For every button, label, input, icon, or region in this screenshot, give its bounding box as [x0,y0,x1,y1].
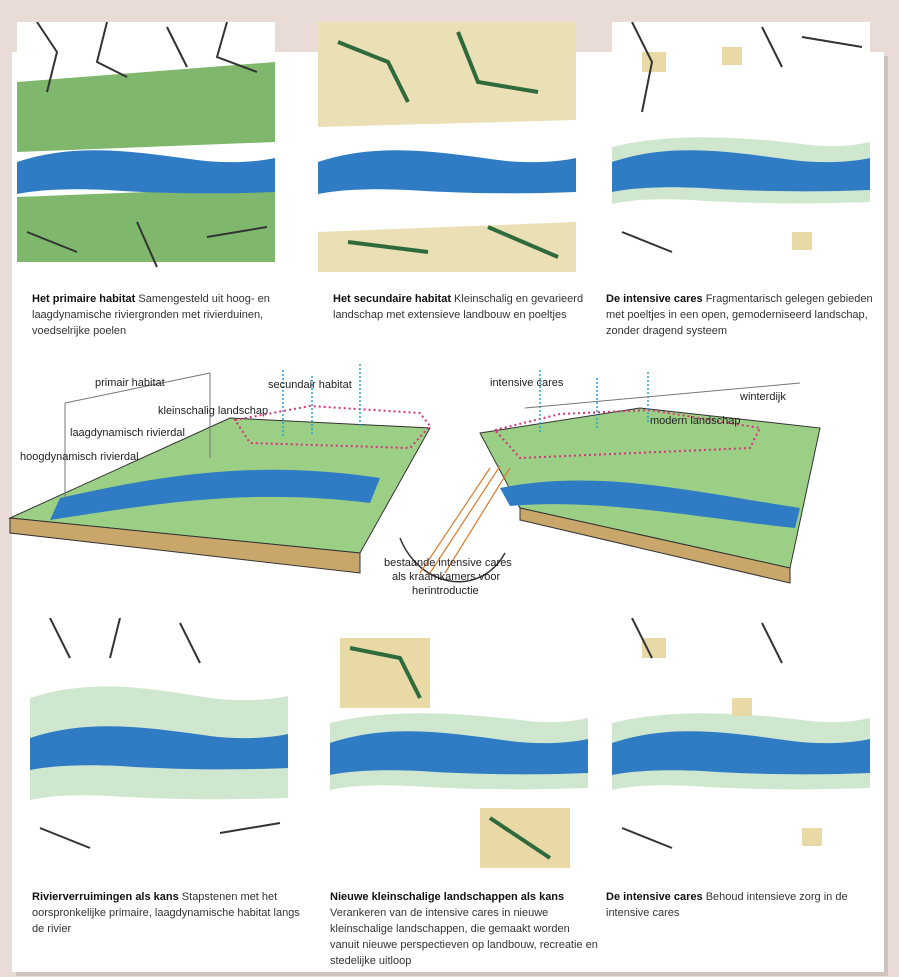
panel-new-small-landscapes [330,618,588,868]
label-modern: modern landschap [650,415,741,427]
map-secondary-habitat [318,22,576,272]
map-intensive-cares-top [612,22,870,272]
caption-intensive-cares-bottom: De intensive cares Behoud intensieve zor… [606,889,876,921]
map-river-widening [30,618,288,868]
caption-text: Verankeren van de intensive cares in nie… [330,907,598,967]
caption-river-widening: Rivierverruimingen als kans Stapstenen m… [32,889,302,937]
caption-intensive-cares-top: De intensive cares Fragmentarisch gelege… [606,291,876,339]
map-intensive-cares-bottom [612,618,870,868]
caption-title: De intensive cares [606,293,703,305]
caption-text: Samengesteld uit hoog- en laagdynamische… [32,293,270,337]
label-kleinschalig: kleinschalig landschap [158,405,268,417]
caption-title: Rivierverruimingen als kans [32,891,179,903]
label-hoogdynamisch: hoogdynamisch rivierdal [20,451,139,463]
label-primair: primair habitat [95,377,165,389]
caption-title: Nieuwe kleinschalige landschappen als ka… [330,891,565,903]
caption-secondary-habitat: Het secundaire habitat Kleinschalig en g… [333,291,603,323]
label-center-1: bestaande intensive cares [384,557,512,569]
label-winterdijk: winterdijk [739,391,786,403]
panel-secondary-habitat [318,22,576,272]
panel-primary-habitat [17,22,275,272]
map-new-small-landscapes [330,618,588,868]
caption-new-small-landscapes: Nieuwe kleinschalige landschappen als ka… [330,889,600,969]
panel-intensive-cares-bottom [612,618,870,868]
panel-river-widening [30,618,288,868]
caption-title: Het secundaire habitat [333,293,451,305]
label-secundair: secundair habitat [268,379,352,391]
caption-text: Behoud intensieve zorg in de intensive c… [606,891,848,919]
caption-primary-habitat: Het primaire habitat Samengesteld uit ho… [32,291,302,339]
panel-intensive-cares-top [612,22,870,272]
caption-text: Fragmentarisch gelegen gebieden met poel… [606,293,873,337]
label-center-3: herintroductie [412,585,479,597]
caption-title: De intensive cares [606,891,703,903]
caption-title: Het primaire habitat [32,293,136,305]
caption-text: Stapstenen met het oorspronkelijke prima… [32,891,300,935]
label-laagdynamisch: laagdynamisch rivierdal [70,427,185,439]
label-center-2: als kraamkamers voor [392,571,501,583]
landscape-diagram: primair habitat secundair habitat kleins… [8,364,821,597]
label-intensive: intensive cares [490,377,564,389]
caption-text: Kleinschalig en gevarieerd landschap met… [333,293,584,321]
map-primary-habitat [17,22,275,272]
